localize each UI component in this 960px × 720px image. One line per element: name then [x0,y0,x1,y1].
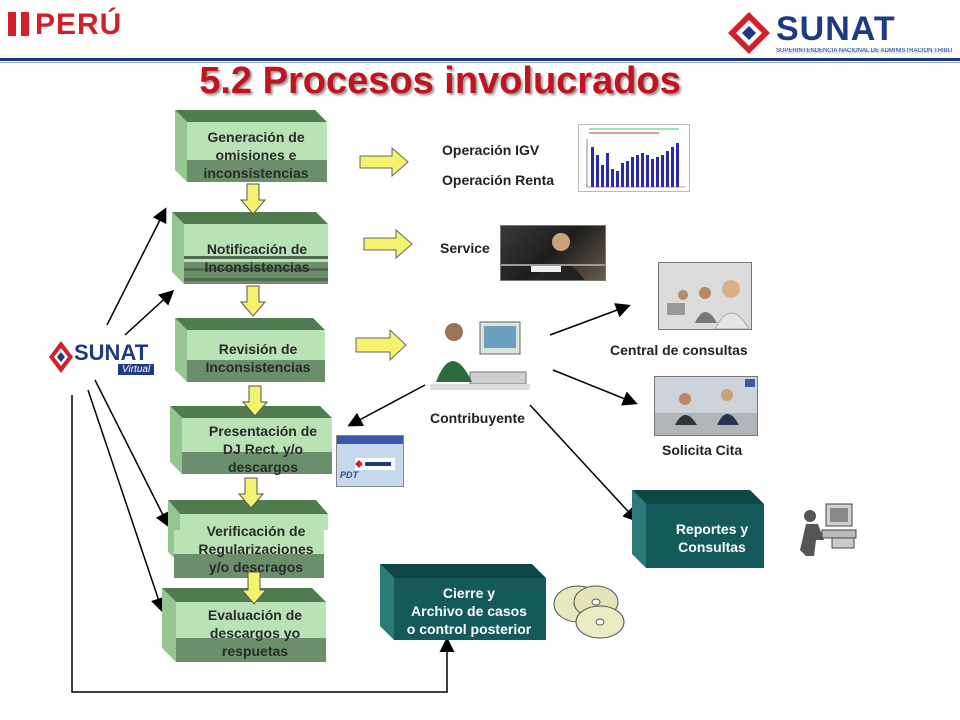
down-arrow-5 [240,571,268,605]
arrow-to-step-6 [87,389,166,613]
down-arrow-4 [237,477,265,509]
process-box-notificacion [172,212,328,284]
sunat-virtual-wordmark: SUNAT [74,340,149,365]
sunat-logo-header: SUNAT SUPERINTENDENCIA NACIONAL DE ADMIN… [726,10,954,56]
operacion-igv: Operación IGV [442,142,540,158]
sunat-virtual-tag: Virtual [118,364,155,375]
process-box-revision [175,318,325,382]
process-box-cierre [380,564,546,640]
process-box-evaluacion [162,588,326,662]
pdt-label: PDT [340,470,358,480]
service-photo [500,225,606,281]
solicita-cita-label: Solicita Cita [662,442,743,458]
process-box-presentacion [170,406,332,474]
arrow-to-central [549,303,631,336]
process-box-reportes [632,490,764,568]
operacion-renta: Operación Renta [442,172,555,188]
central-consultas-photo [658,262,752,330]
header-rule-thin [0,62,960,63]
peru-logo: PERÚ [8,8,122,42]
header-rule [0,58,960,61]
computer-user-icon [800,503,857,556]
arrow-to-presentacion [347,384,426,427]
solicita-cita-photo [654,376,758,436]
loop-line [71,395,455,693]
right-arrow-1 [359,146,409,178]
sunat-subtitle: SUPERINTENDENCIA NACIONAL DE ADMINISTRAC… [776,48,952,54]
cd-discs-icon [553,585,625,639]
contribuyente-photo [430,312,530,394]
page-title: 5.2 Procesos involucrados [199,60,681,102]
service-label: Service [440,240,490,256]
contribuyente-label: Contribuyente [430,410,525,426]
arrow-to-step-2b [124,289,175,336]
process-box-verificacion [168,500,328,578]
arrow-to-reportes [529,404,639,523]
down-arrow-1 [239,183,267,215]
right-arrow-3 [355,328,407,362]
process-box-generacion [175,110,327,182]
pdt-thumbnail: PDT [336,435,404,487]
central-consultas-label: Central de consultas [610,342,748,358]
sunat-virtual-logo: SUNAT Virtual [48,336,155,380]
arrow-to-step-5 [94,379,170,528]
sunat-diamond-icon [728,12,770,54]
right-arrow-2 [363,228,413,260]
chart-thumbnail [578,124,690,192]
arrow-to-cita [552,369,638,406]
down-arrow-3 [241,385,269,417]
down-arrow-2 [239,285,267,317]
sunat-wordmark: SUNAT [776,10,896,48]
sunat-diamond-small-icon [49,341,73,373]
arrow-to-step-2 [106,207,167,326]
